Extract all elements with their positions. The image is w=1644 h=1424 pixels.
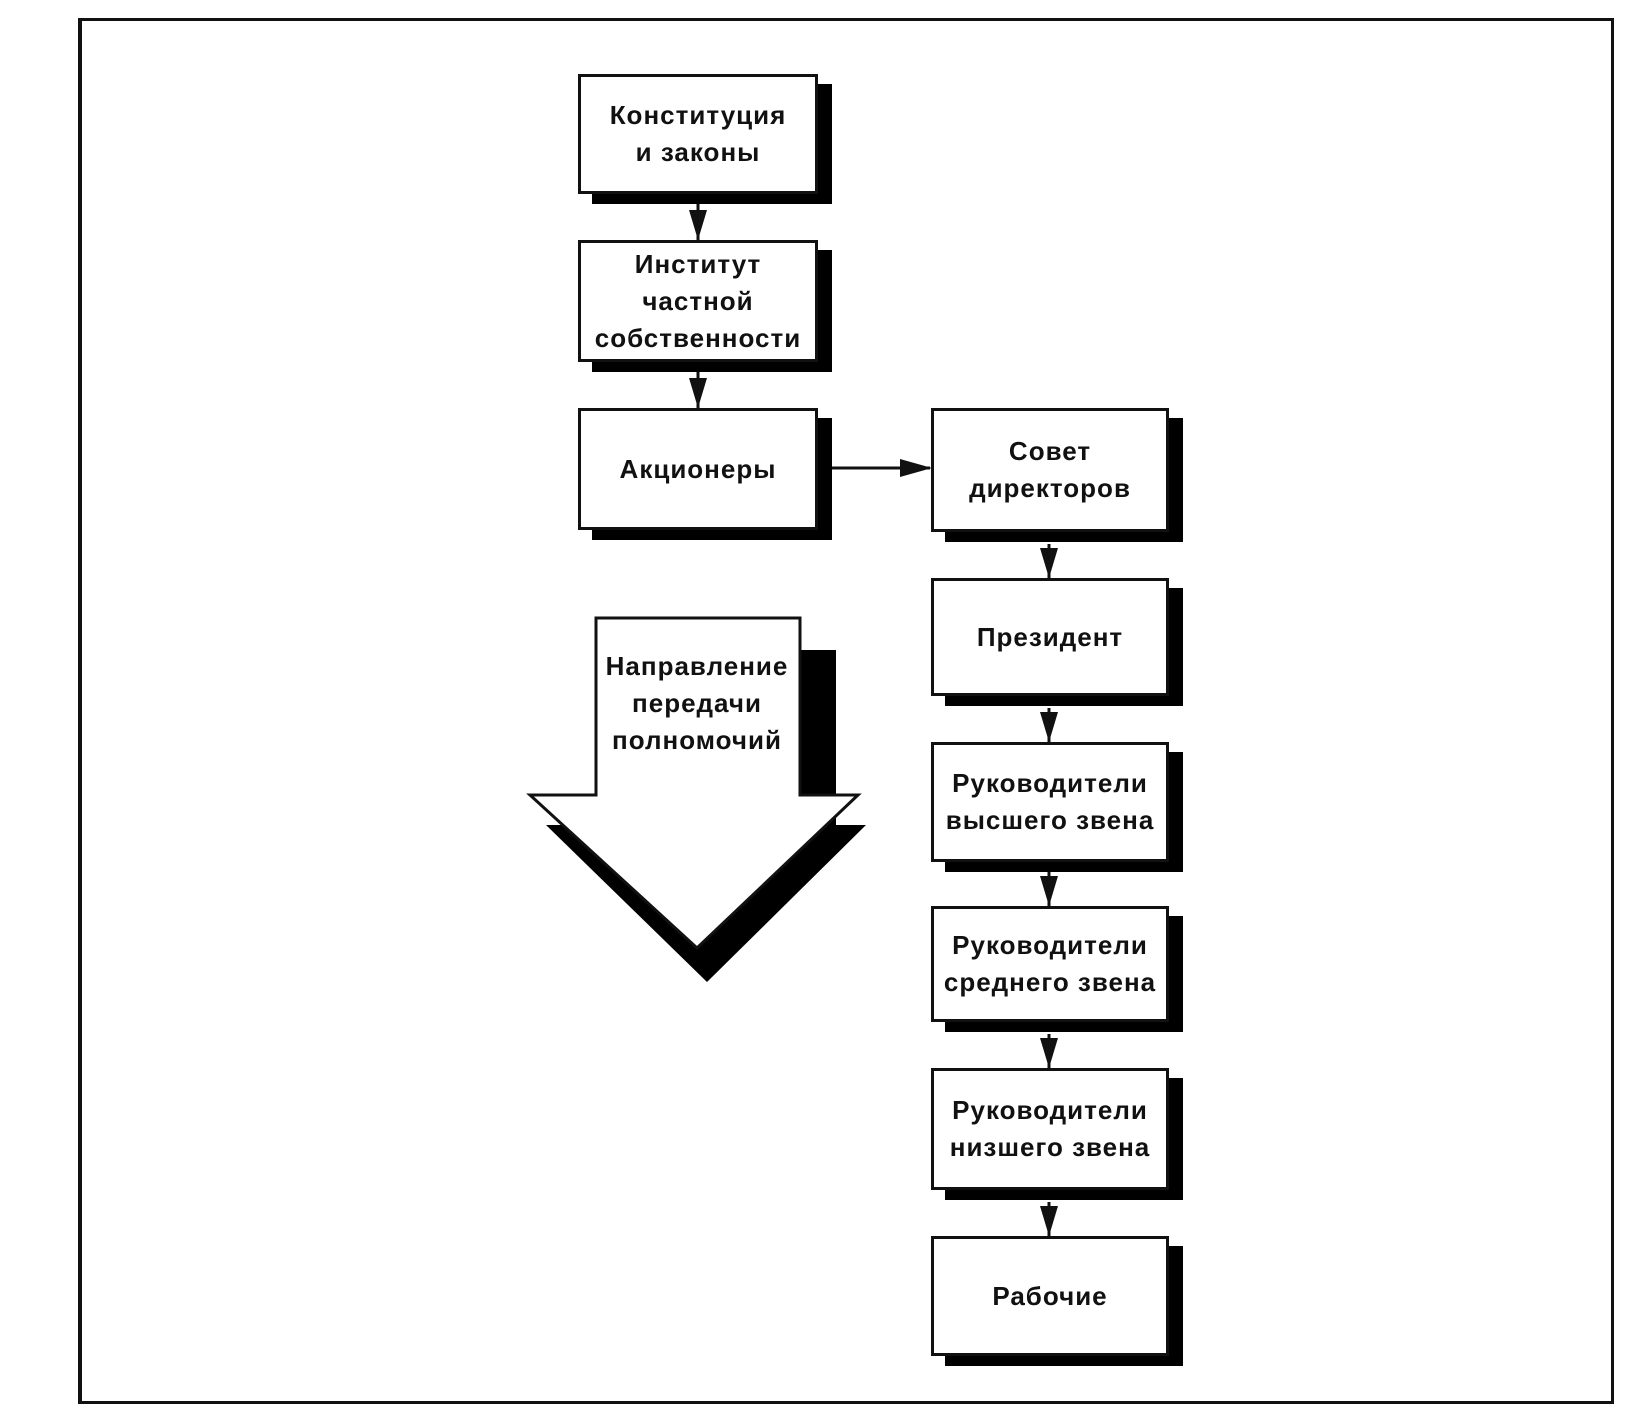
box-president: Президент bbox=[931, 578, 1169, 696]
delegation-arrow bbox=[526, 616, 862, 951]
box-shareholders: Акционеры bbox=[578, 408, 818, 530]
diagram-frame bbox=[78, 18, 1614, 1404]
delegation-arrow-label: Направление передачи полномочий bbox=[605, 651, 789, 755]
box-workers: Рабочие bbox=[931, 1236, 1169, 1356]
